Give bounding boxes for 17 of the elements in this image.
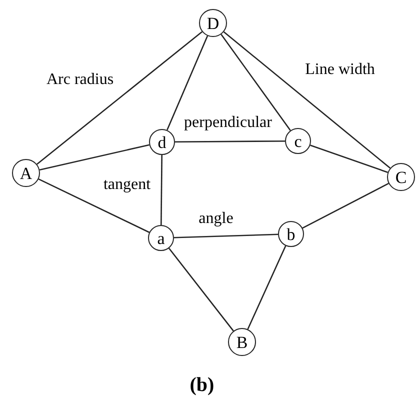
edge-label: perpendicular bbox=[183, 115, 273, 131]
connector-line bbox=[168, 248, 234, 332]
edge-label: tangent bbox=[102, 177, 152, 193]
connector-line bbox=[310, 144, 388, 173]
connector-line bbox=[36, 31, 202, 165]
edge-label: angle bbox=[198, 211, 234, 227]
connector-line bbox=[38, 178, 150, 233]
connector-line bbox=[40, 144, 150, 171]
caption: (b) bbox=[190, 375, 214, 395]
connector-line bbox=[174, 234, 278, 238]
connector-line bbox=[166, 36, 208, 130]
connector-line bbox=[302, 182, 389, 229]
connector-line bbox=[220, 34, 291, 131]
connector-line bbox=[160, 155, 163, 225]
connector-line bbox=[223, 31, 391, 169]
connector-line bbox=[175, 140, 285, 143]
connector-line bbox=[247, 246, 286, 330]
